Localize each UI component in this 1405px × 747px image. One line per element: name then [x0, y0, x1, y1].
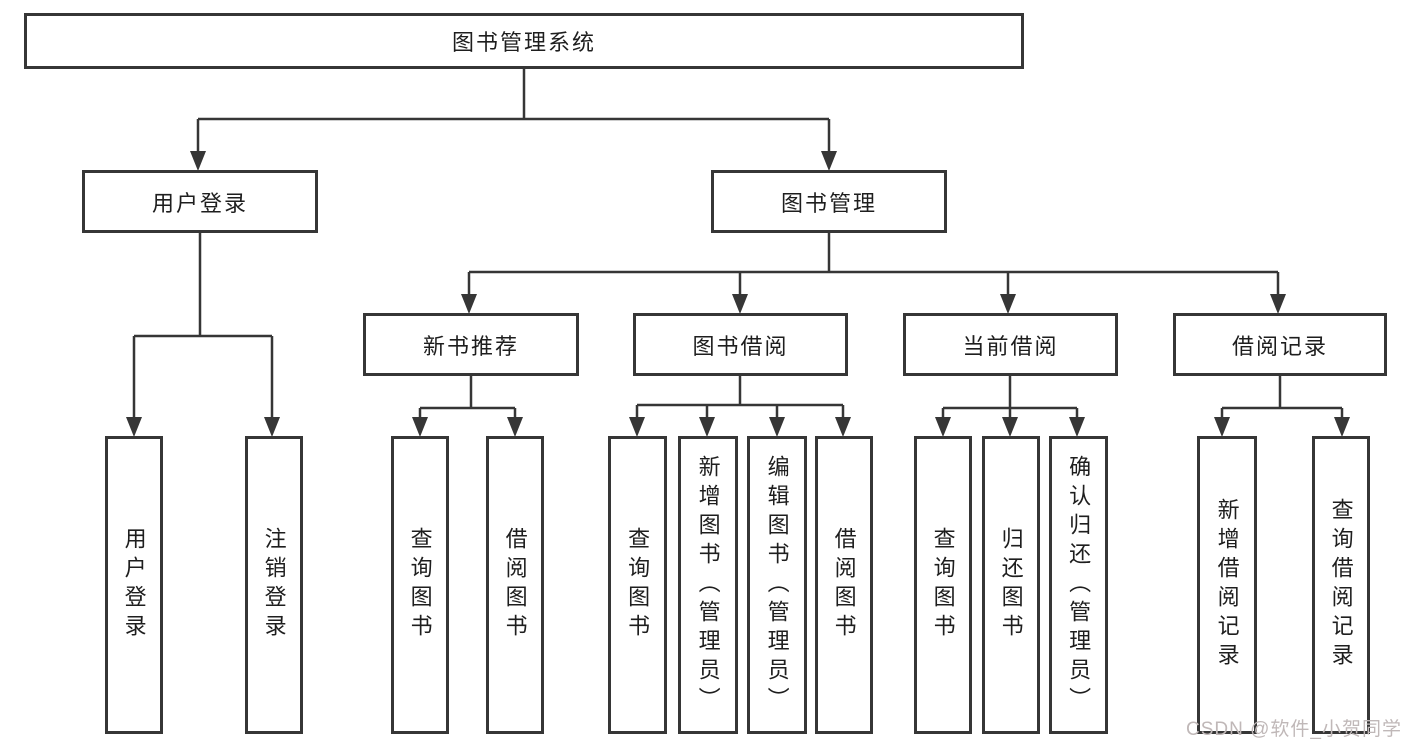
leaf-borrow-books-recommend-label: 借阅图书 — [502, 527, 528, 643]
leaf-borrow-books-recommend: 借阅图书 — [486, 436, 544, 734]
leaf-confirm-return-admin-label: 确认归还（管理员） — [1066, 454, 1092, 716]
arrowhead — [821, 151, 837, 171]
leaf-add-books-admin: 新增图书（管理员） — [678, 436, 738, 734]
arrowhead — [264, 417, 280, 437]
leaf-query-books-borrow: 查询图书 — [608, 436, 667, 734]
arrowhead — [507, 417, 523, 437]
leaf-confirm-return-admin: 确认归还（管理员） — [1049, 436, 1108, 734]
arrowhead — [769, 417, 785, 437]
arrowhead — [126, 417, 142, 437]
leaf-query-books-borrow-label: 查询图书 — [625, 527, 651, 643]
leaf-borrow-books-label: 借阅图书 — [831, 527, 857, 643]
leaf-query-books-recommend-label: 查询图书 — [407, 527, 433, 643]
node-book-management: 图书管理 — [711, 170, 947, 233]
arrowhead — [835, 417, 851, 437]
leaf-edit-books-admin-label: 编辑图书（管理员） — [764, 454, 790, 716]
leaf-return-books-label: 归还图书 — [998, 527, 1024, 643]
leaf-borrow-books: 借阅图书 — [815, 436, 873, 734]
arrowhead — [1270, 294, 1286, 314]
leaf-query-books-recommend: 查询图书 — [391, 436, 449, 734]
arrowhead — [412, 417, 428, 437]
arrowhead — [1069, 417, 1085, 437]
node-current-borrow: 当前借阅 — [903, 313, 1118, 376]
node-user-login: 用户登录 — [82, 170, 318, 233]
leaf-user-login-label: 用户登录 — [121, 527, 147, 643]
leaf-add-borrow-record-label: 新增借阅记录 — [1214, 498, 1240, 672]
arrowhead — [1000, 294, 1016, 314]
arrowhead — [1214, 417, 1230, 437]
csdn-watermark: CSDN @软件_小贺同学 — [1186, 719, 1402, 740]
leaf-query-borrow-record-label: 查询借阅记录 — [1328, 498, 1354, 672]
arrowhead — [1002, 417, 1018, 437]
node-borrow-records: 借阅记录 — [1173, 313, 1387, 376]
arrowhead — [699, 417, 715, 437]
arrowhead — [732, 294, 748, 314]
leaf-query-books-current-label: 查询图书 — [930, 527, 956, 643]
leaf-return-books: 归还图书 — [982, 436, 1040, 734]
leaf-edit-books-admin: 编辑图书（管理员） — [747, 436, 807, 734]
arrowhead — [935, 417, 951, 437]
node-book-borrow: 图书借阅 — [633, 313, 848, 376]
leaf-logout-label: 注销登录 — [261, 527, 287, 643]
leaf-add-books-admin-label: 新增图书（管理员） — [695, 454, 721, 716]
arrowhead — [461, 294, 477, 314]
leaf-user-login: 用户登录 — [105, 436, 163, 734]
arrowhead — [190, 151, 206, 171]
leaf-query-borrow-record: 查询借阅记录 — [1312, 436, 1370, 734]
node-root-library-system: 图书管理系统 — [24, 13, 1024, 69]
node-new-book-recommend: 新书推荐 — [363, 313, 579, 376]
arrowhead — [1334, 417, 1350, 437]
leaf-logout: 注销登录 — [245, 436, 303, 734]
arrowheads — [126, 151, 1350, 437]
leaf-add-borrow-record: 新增借阅记录 — [1197, 436, 1257, 734]
leaf-query-books-current: 查询图书 — [914, 436, 972, 734]
arrowhead — [629, 417, 645, 437]
